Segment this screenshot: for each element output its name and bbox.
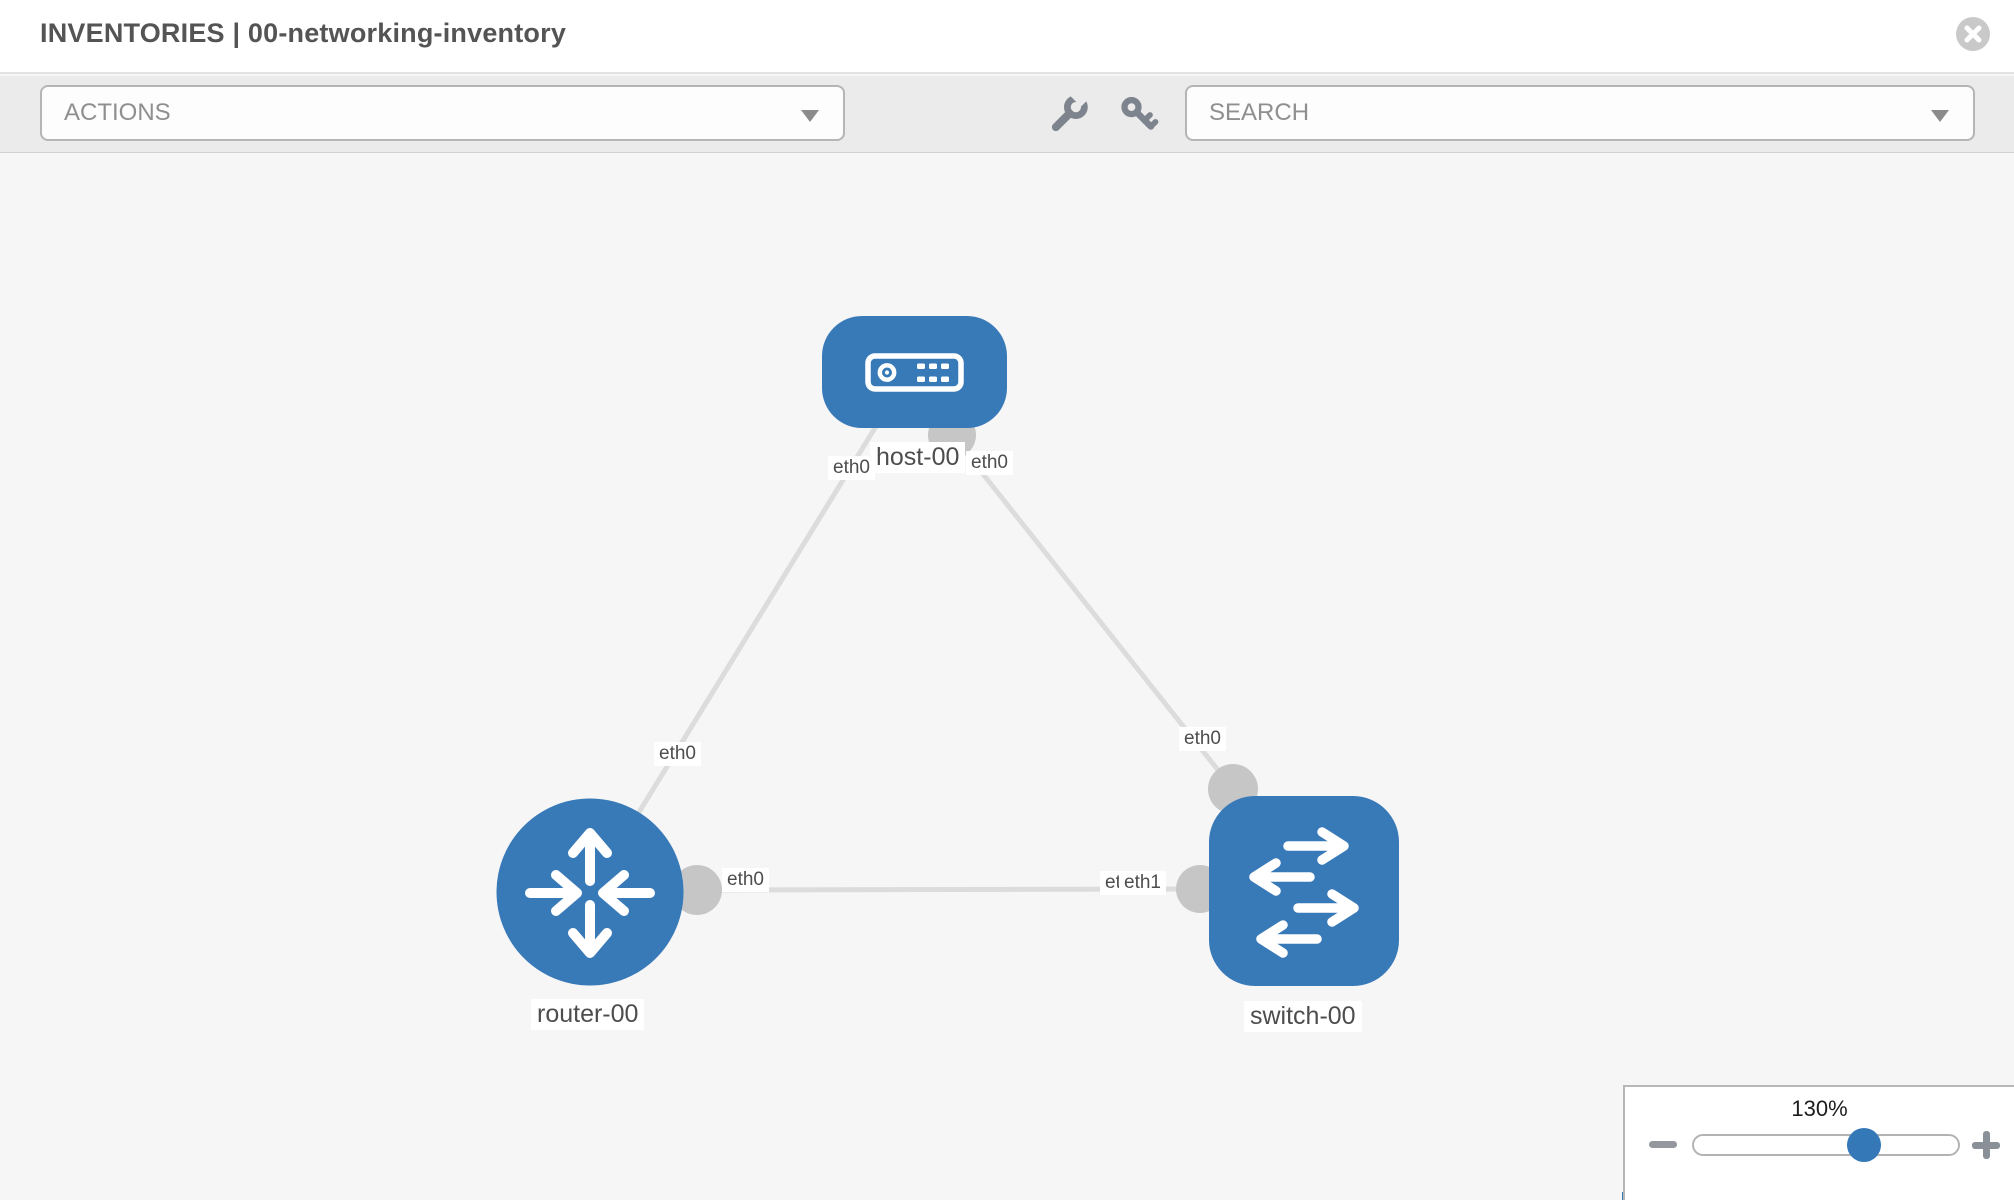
close-button[interactable]: [1956, 17, 1990, 51]
router-arrows-icon: [525, 828, 655, 958]
zoom-in-button[interactable]: [1972, 1131, 2000, 1159]
switch-arrows-icon: [1249, 827, 1359, 958]
actions-dropdown-label: ACTIONS: [64, 99, 171, 126]
server-icon: [865, 353, 964, 392]
node-label-host: host-00: [870, 442, 966, 473]
interface-label-switch-top-link: eth0: [1179, 727, 1226, 751]
actions-dropdown[interactable]: ACTIONS: [40, 85, 845, 141]
key-icon: [1117, 97, 1161, 138]
toolbar: ACTIONS SEARC: [0, 76, 2014, 153]
topology-canvas[interactable]: host-00 router-00 switch-00 eth0 eth0 et…: [0, 153, 2014, 1200]
chevron-down-icon: [1931, 110, 1949, 122]
node-host[interactable]: [822, 316, 1007, 428]
page-title: INVENTORIES | 00-networking-inventory: [40, 18, 567, 48]
port-router-eth: [672, 865, 722, 915]
zoom-panel: 130%: [1623, 1085, 2014, 1200]
interface-label-router-host-link: eth0: [654, 742, 701, 766]
node-switch[interactable]: [1209, 796, 1399, 986]
interface-label-router-switch-right-front: eth1: [1119, 871, 1166, 895]
zoom-level-label: 130%: [1791, 1096, 1848, 1121]
interface-label-router-switch-left: eth0: [722, 868, 769, 892]
wrench-icon: [1047, 86, 1091, 138]
node-label-router: router-00: [531, 999, 645, 1030]
plus-icon: [1982, 1131, 1990, 1159]
key-button[interactable]: [1117, 94, 1161, 134]
interface-label-host-right: eth0: [966, 451, 1013, 475]
interface-label-host-left: eth0: [828, 456, 875, 480]
zoom-slider-track[interactable]: [1692, 1134, 1960, 1156]
header-bar: INVENTORIES | 00-networking-inventory: [0, 0, 2014, 74]
node-router[interactable]: [496, 798, 684, 986]
node-label-switch: switch-00: [1244, 1001, 1362, 1032]
wrench-button[interactable]: [1047, 86, 1091, 134]
chevron-down-icon: [801, 110, 819, 122]
search-dropdown[interactable]: SEARCH: [1185, 85, 1975, 141]
search-placeholder: SEARCH: [1209, 99, 1310, 126]
zoom-out-button[interactable]: [1649, 1141, 1677, 1148]
zoom-slider-thumb[interactable]: [1847, 1128, 1881, 1162]
